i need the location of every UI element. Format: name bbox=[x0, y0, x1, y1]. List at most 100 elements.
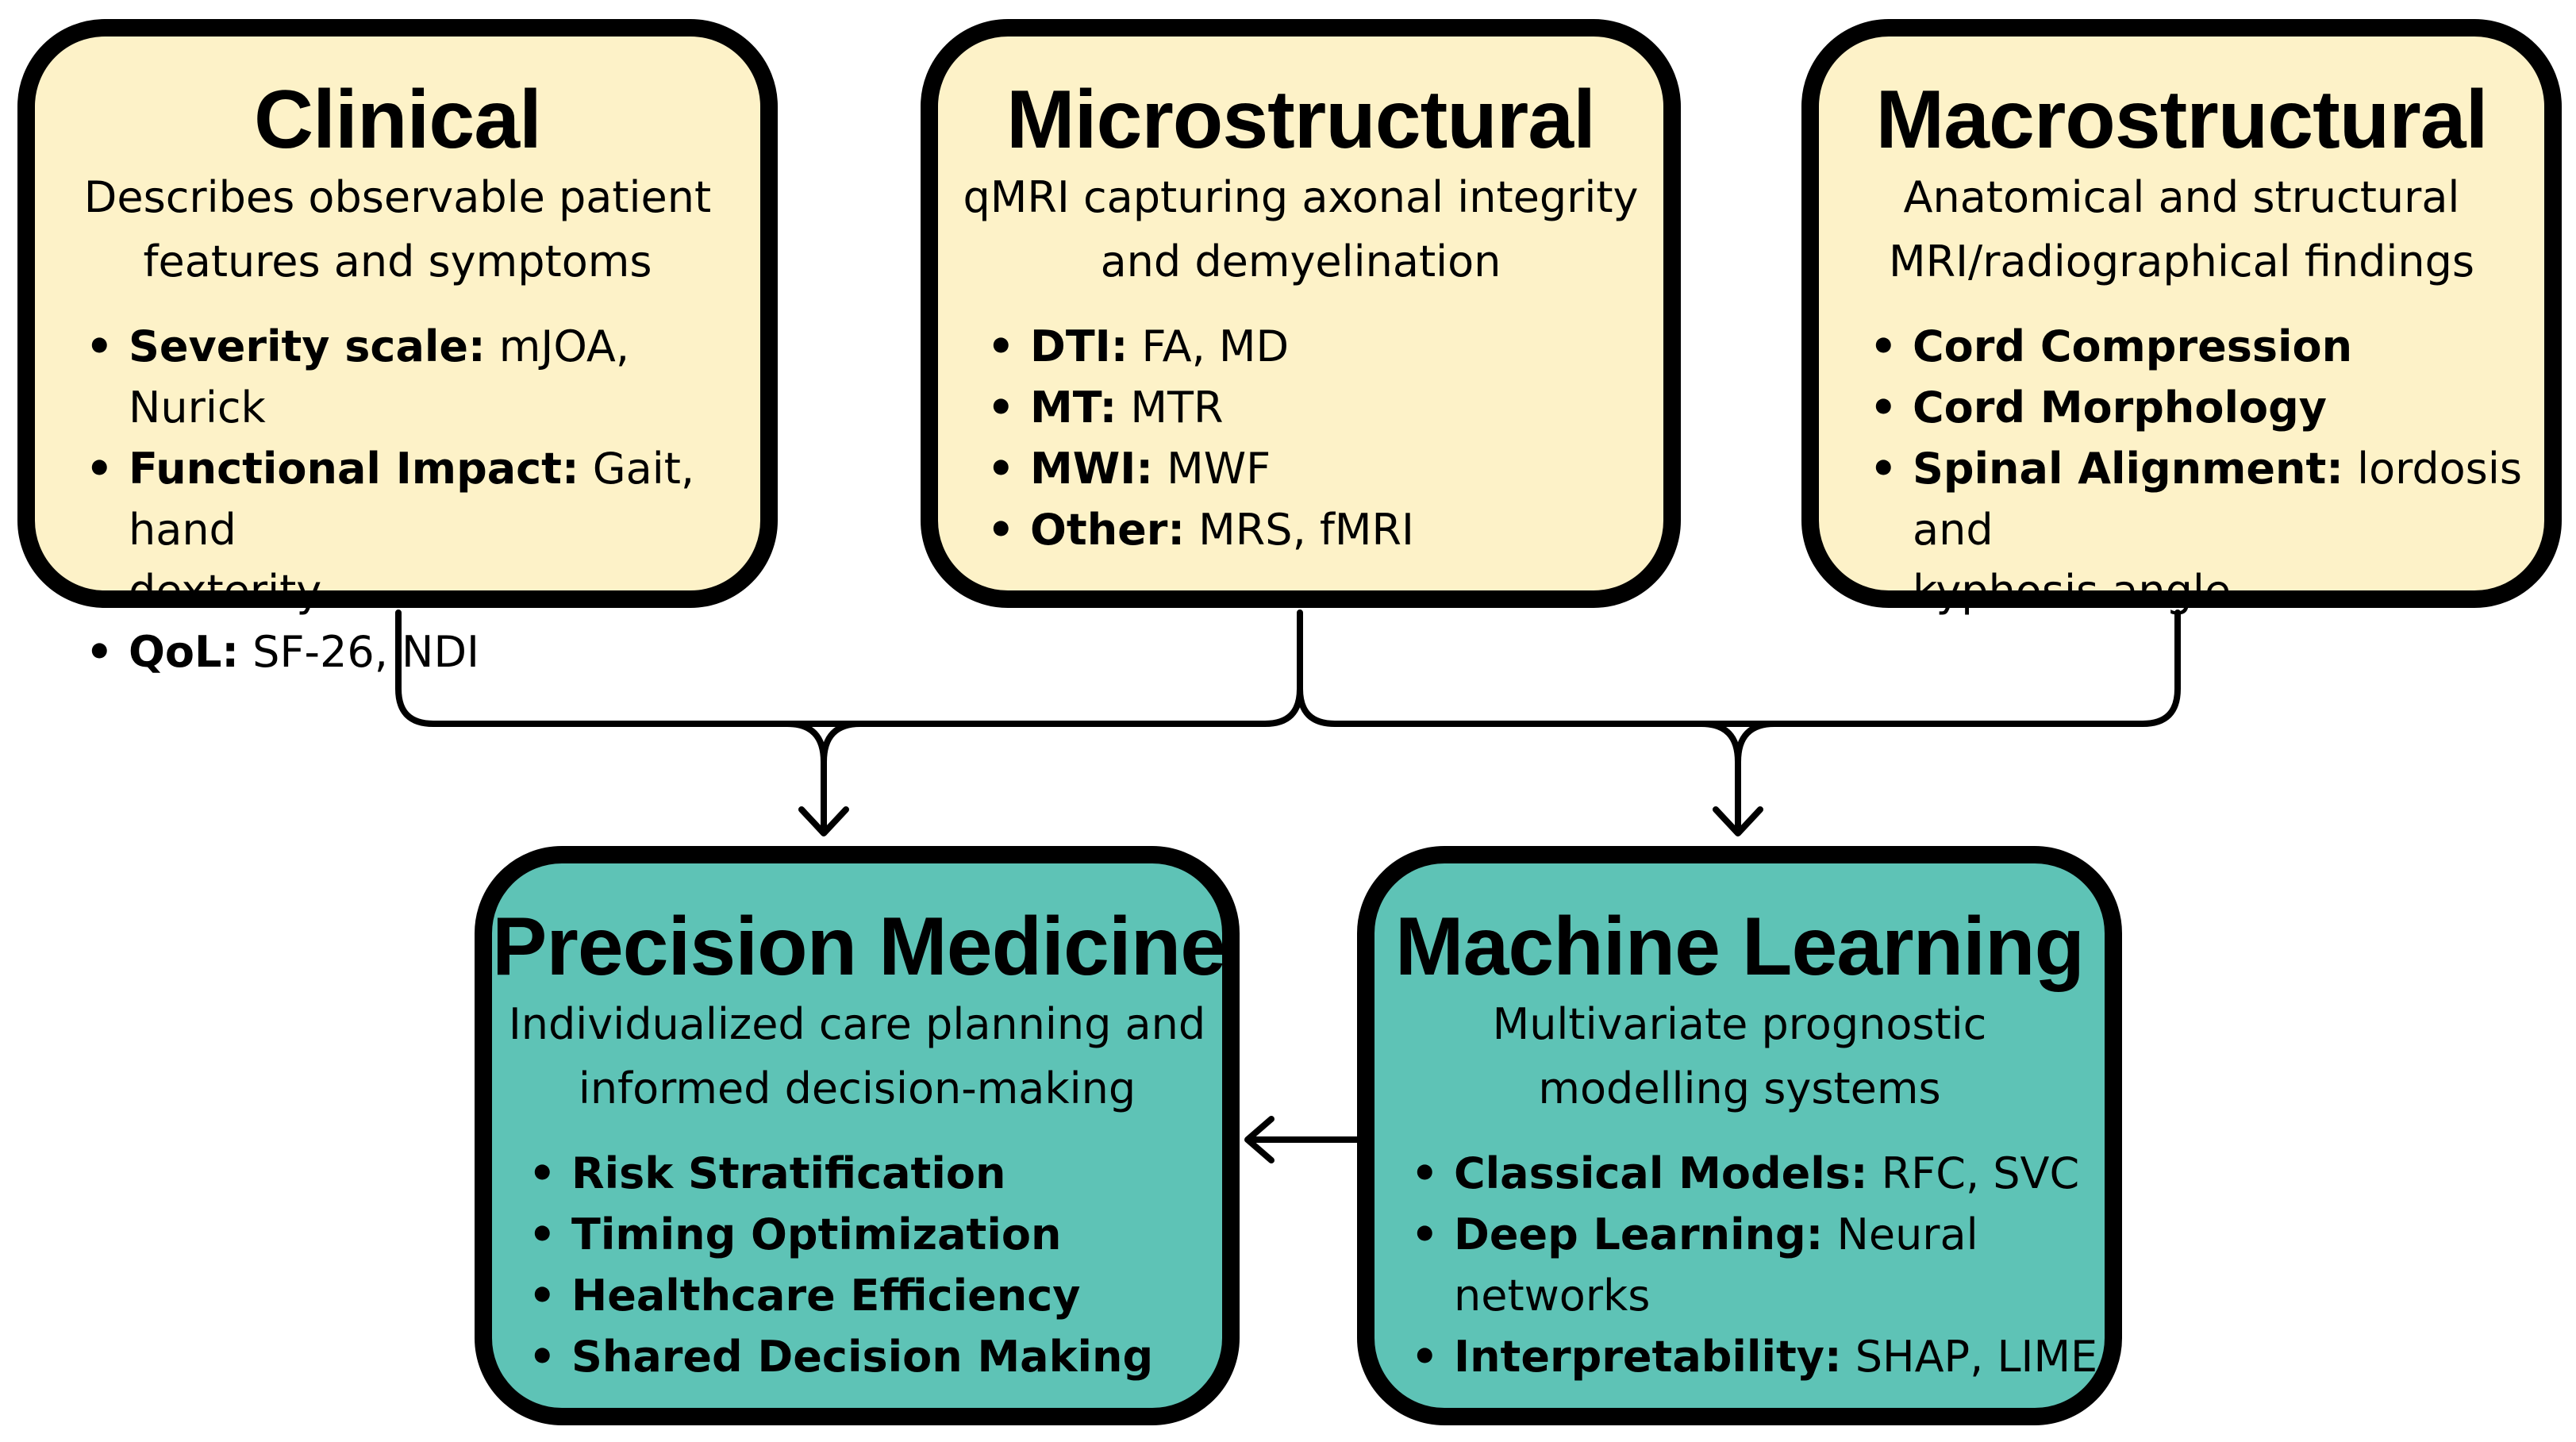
connector-split-ml-left bbox=[1698, 721, 1741, 765]
item-label: Cord Compression bbox=[1913, 321, 2353, 371]
list-item: • Cord Morphology bbox=[1870, 377, 2576, 438]
list-item: • Shared Decision Making bbox=[529, 1326, 1222, 1387]
item-label: Severity scale: bbox=[129, 321, 486, 371]
clinical-list: • Severity scale: mJOA, Nurick • Functiona… bbox=[86, 316, 752, 683]
subtitle-line: Describes observable patient bbox=[83, 172, 712, 222]
list-item: •Interpretability: SHAP, LIME bbox=[1411, 1326, 2105, 1387]
macrostructural-list: • Cord Compression • Cord Morphology • Spin… bbox=[1870, 316, 2576, 621]
bullet-icon: • bbox=[529, 1332, 556, 1382]
item-label: Risk Stratification bbox=[571, 1148, 1006, 1198]
bullet-icon: • bbox=[987, 505, 1015, 555]
bullet-icon: • bbox=[1411, 1209, 1439, 1259]
list-item: • QoL: SF-26, NDI bbox=[86, 621, 752, 683]
list-item: • Deep Learning: Neural networks bbox=[1411, 1204, 2105, 1326]
box-title: Macrostructural bbox=[1875, 74, 2489, 166]
box-title: Machine Learning bbox=[1394, 901, 2085, 993]
arrowhead-precision bbox=[798, 806, 849, 836]
list-item: • Healthcare Efficiency bbox=[529, 1265, 1222, 1326]
subtitle-line: informed decision-making bbox=[578, 1063, 1136, 1113]
bullet-icon: • bbox=[86, 321, 113, 371]
box-subtitle: Individualized care planning and informe… bbox=[492, 992, 1222, 1121]
item-label: MWI: bbox=[1030, 444, 1153, 494]
machine-learning-box: Machine Learning Multivariate prognostic… bbox=[1357, 846, 2122, 1425]
box-subtitle: qMRI capturing axonal integrity and demy… bbox=[938, 165, 1663, 294]
subtitle-line: modelling systems bbox=[1538, 1063, 1941, 1113]
list-item: • Risk Stratification bbox=[529, 1143, 1222, 1204]
subtitle-line: and demyelination bbox=[1100, 236, 1501, 286]
bullet-icon: • bbox=[86, 444, 113, 494]
item-label: Cord Morphology bbox=[1913, 383, 2327, 433]
item-label: Classical Models: bbox=[1454, 1148, 1868, 1198]
arrowhead-left bbox=[1244, 1116, 1275, 1163]
item-value: MRS, fMRI bbox=[1185, 505, 1414, 555]
subtitle-line: Individualized care planning and bbox=[508, 999, 1206, 1049]
item-value: SHAP, LIME bbox=[1841, 1332, 2098, 1382]
subtitle-line: features and symptoms bbox=[143, 236, 652, 286]
bullet-icon: • bbox=[1870, 321, 1897, 371]
item-label: MT: bbox=[1030, 383, 1117, 433]
list-item: • Timing Optimization bbox=[529, 1204, 1222, 1265]
bullet-icon: • bbox=[529, 1271, 556, 1321]
item-value-continued: networks bbox=[1454, 1271, 1651, 1321]
list-item: •DTI: FA, MD bbox=[987, 316, 1663, 377]
precision-medicine-list: • Risk Stratification • Timing Optimizatio… bbox=[529, 1143, 1222, 1387]
item-value: MTR bbox=[1117, 383, 1224, 433]
bullet-icon: • bbox=[987, 444, 1015, 494]
list-item: • Spinal Alignment: lordosis and kyphosis … bbox=[1870, 438, 2576, 621]
item-value: FA, MD bbox=[1128, 321, 1290, 371]
bullet-icon: • bbox=[529, 1148, 556, 1198]
item-value: MWF bbox=[1153, 444, 1271, 494]
item-label: Other: bbox=[1030, 505, 1186, 555]
list-item: • Cord Compression bbox=[1870, 316, 2576, 377]
bullet-icon: • bbox=[1870, 444, 1897, 494]
machine-learning-list: • Classical Models: RFC, SVC • Deep Learni… bbox=[1411, 1143, 2105, 1387]
item-value: mJOA, Nurick bbox=[129, 321, 629, 433]
item-label: Spinal Alignment: bbox=[1913, 444, 2343, 494]
list-item: • MWI: MWF bbox=[987, 438, 1663, 499]
item-label: DTI: bbox=[1030, 321, 1128, 371]
macrostructural-box: Macrostructural Anatomical and structura… bbox=[1801, 19, 2562, 616]
bullet-icon: • bbox=[529, 1209, 556, 1259]
item-value: Neural bbox=[1823, 1209, 1978, 1259]
item-label: Interpretability: bbox=[1454, 1332, 1842, 1382]
item-label: Functional Impact: bbox=[129, 444, 579, 494]
connector-split-precision-left bbox=[784, 721, 827, 765]
item-value: lordosis and bbox=[1913, 444, 2522, 555]
item-value-continued: dexterity bbox=[129, 566, 322, 616]
item-value-continued: kyphosis angle bbox=[1913, 566, 2232, 616]
bullet-icon: • bbox=[987, 383, 1015, 433]
bullet-icon: • bbox=[86, 627, 113, 677]
box-subtitle: Describes observable patient features an… bbox=[35, 165, 760, 294]
list-item: • MT: MTR bbox=[987, 377, 1663, 438]
box-title: Precision Medicine bbox=[492, 901, 1226, 993]
item-value: Gait, hand bbox=[129, 444, 695, 555]
arrowhead-ml bbox=[1713, 806, 1763, 836]
subtitle-line: MRI/radiographical findings bbox=[1888, 236, 2475, 286]
microstructural-box: Microstructural qMRI capturing axonal in… bbox=[921, 19, 1681, 608]
bullet-icon: • bbox=[1870, 383, 1897, 433]
box-subtitle: Anatomical and structural MRI/radiograph… bbox=[1819, 165, 2544, 294]
box-title: Microstructural bbox=[1005, 74, 1596, 166]
microstructural-list: •DTI: FA, MD •MT: MTR •MWI: MWF •Other: … bbox=[987, 316, 1663, 560]
box-subtitle: Multivariate prognostic modelling system… bbox=[1375, 992, 2105, 1121]
precision-medicine-box: Precision Medicine Individualized care p… bbox=[475, 846, 1240, 1425]
clinical-box: Clinical Describes observable patient fe… bbox=[17, 19, 778, 677]
list-item: • Other: MRS, fMRI bbox=[987, 499, 1663, 560]
bullet-icon: • bbox=[1411, 1148, 1439, 1198]
list-item: • Severity scale: mJOA, Nurick bbox=[86, 316, 752, 438]
item-label: Timing Optimization bbox=[571, 1209, 1062, 1259]
item-label: Shared Decision Making bbox=[571, 1332, 1154, 1382]
subtitle-line: Anatomical and structural bbox=[1903, 172, 2460, 222]
item-label: Healthcare Efficiency bbox=[571, 1271, 1081, 1321]
subtitle-line: Multivariate prognostic bbox=[1492, 999, 1987, 1049]
item-label: QoL: bbox=[129, 627, 240, 677]
item-label: Deep Learning: bbox=[1454, 1209, 1824, 1259]
connector-micro-to-macro bbox=[1297, 609, 2181, 727]
item-value: RFC, SVC bbox=[1867, 1148, 2080, 1198]
list-item: • Functional Impact: Gait, hand dexterity bbox=[86, 438, 752, 621]
subtitle-line: qMRI capturing axonal integrity bbox=[963, 172, 1639, 222]
box-title: Clinical bbox=[254, 74, 542, 166]
list-item: • Classical Models: RFC, SVC bbox=[1411, 1143, 2105, 1204]
item-value: SF-26, NDI bbox=[239, 627, 479, 677]
